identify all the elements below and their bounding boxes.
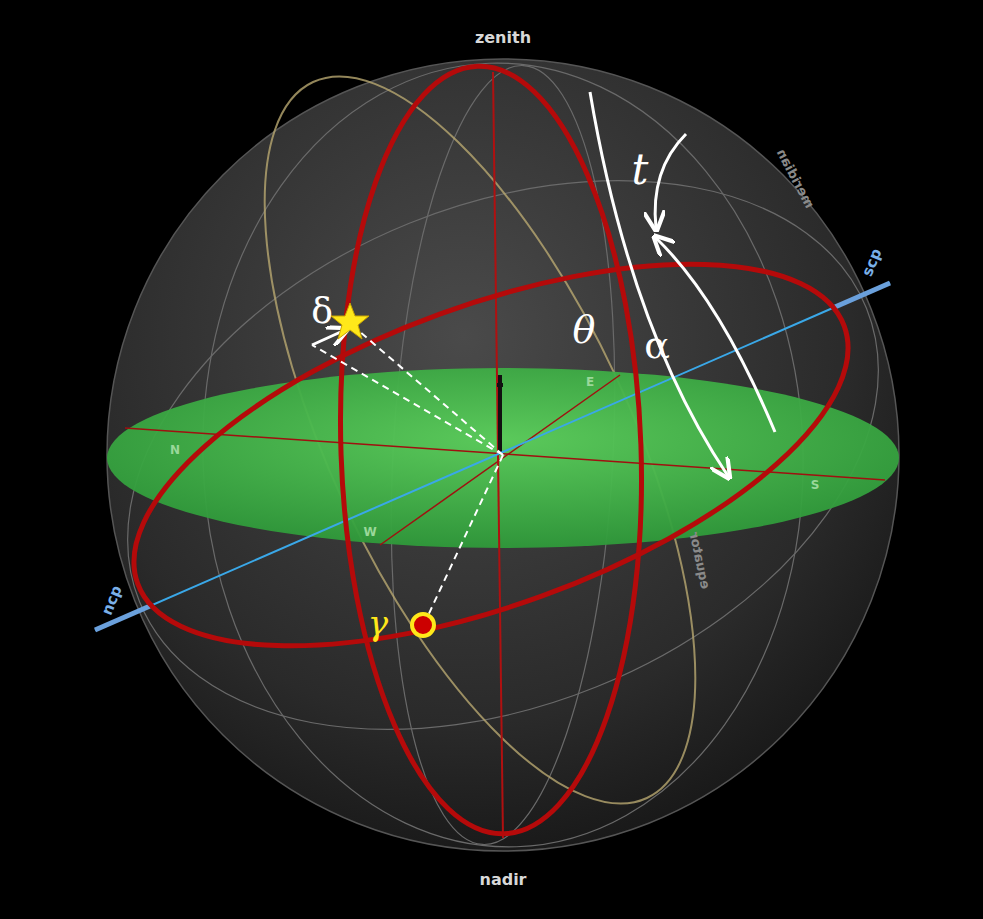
angle-arcs bbox=[590, 92, 775, 476]
compass-label: E bbox=[586, 376, 594, 388]
dashed-rays bbox=[312, 325, 503, 622]
compass-label: N bbox=[170, 444, 180, 456]
pole-label: scp bbox=[860, 246, 885, 278]
compass-label: W bbox=[363, 526, 376, 538]
angle-symbol: α bbox=[644, 326, 670, 364]
axis-end bbox=[835, 283, 890, 307]
celestial-axis bbox=[95, 283, 890, 630]
hour-circle bbox=[328, 61, 655, 839]
angle-symbol: θ bbox=[573, 311, 596, 349]
sphere bbox=[107, 59, 899, 851]
compass-label: S bbox=[811, 479, 820, 491]
pole-label: ncp bbox=[99, 583, 124, 617]
point-symbol: γ bbox=[368, 606, 388, 640]
zenith-label: zenith bbox=[475, 30, 531, 46]
celestial-equator bbox=[86, 185, 895, 724]
angle-symbol: t bbox=[632, 149, 649, 191]
star bbox=[331, 303, 369, 339]
grid-circles bbox=[46, 53, 960, 857]
vernal-equinox-point bbox=[412, 614, 434, 636]
angle-symbol: δ bbox=[311, 293, 333, 329]
nadir-label: nadir bbox=[479, 872, 526, 888]
observer bbox=[497, 375, 503, 455]
horizon-cross bbox=[125, 375, 885, 545]
